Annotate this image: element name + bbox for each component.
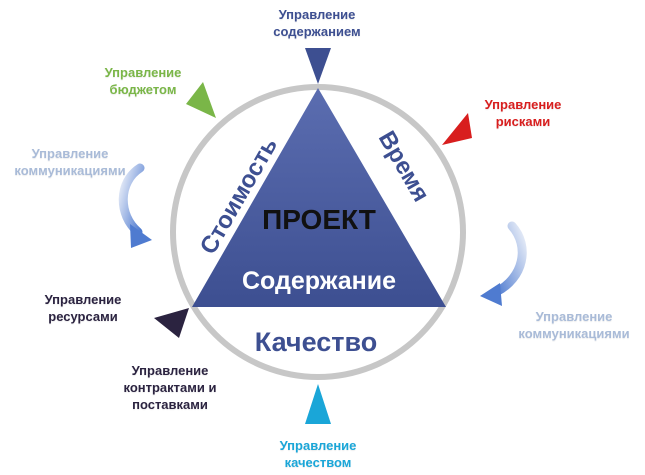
arrowhead-icon (442, 113, 472, 145)
budget-management-label: Управление бюджетом (88, 64, 198, 98)
content-management-label: Управление содержанием (252, 6, 382, 40)
arrowhead-down-icon (305, 48, 331, 84)
label-line: Управление (104, 65, 182, 80)
label-line: Управление (44, 292, 122, 307)
label-line: контрактами и (123, 380, 217, 395)
contracts-management-label: Управление контрактами и поставками (110, 362, 230, 413)
label-line: Управление (279, 438, 357, 453)
resources-management-label: Управление ресурсами (28, 291, 138, 325)
project-triangle (192, 88, 446, 307)
label-line: Управление (535, 309, 613, 324)
label-line: Управление (278, 7, 356, 22)
arrowhead-icon (154, 308, 189, 338)
project-label: ПРОЕКТ (262, 204, 376, 235)
label-line: Управление (131, 363, 209, 378)
label-line: качеством (284, 455, 352, 470)
scope-label: Содержание (242, 267, 396, 295)
label-line: поставками (132, 397, 208, 412)
curved-arrow-icon (480, 221, 527, 306)
communications-management-label-right: Управление коммуникациями (505, 308, 643, 342)
label-line: Управление (31, 146, 109, 161)
quality-management-label: Управление качеством (258, 437, 378, 471)
risk-management-label: Управление рисками (468, 96, 578, 130)
outer-circle (170, 84, 466, 380)
label-line: ресурсами (48, 309, 118, 324)
arrowhead-up-icon (305, 384, 331, 424)
label-line: Управление (484, 97, 562, 112)
label-line: коммуникациями (14, 163, 126, 178)
label-line: рисками (495, 114, 551, 129)
label-line: содержанием (273, 24, 361, 39)
quality-core-label: Качество (255, 327, 377, 357)
label-line: коммуникациями (518, 326, 630, 341)
communications-management-label-left: Управление коммуникациями (0, 145, 140, 179)
curved-arrow-icon (118, 163, 152, 248)
label-line: бюджетом (109, 82, 177, 97)
arrowhead-icon (186, 82, 216, 118)
